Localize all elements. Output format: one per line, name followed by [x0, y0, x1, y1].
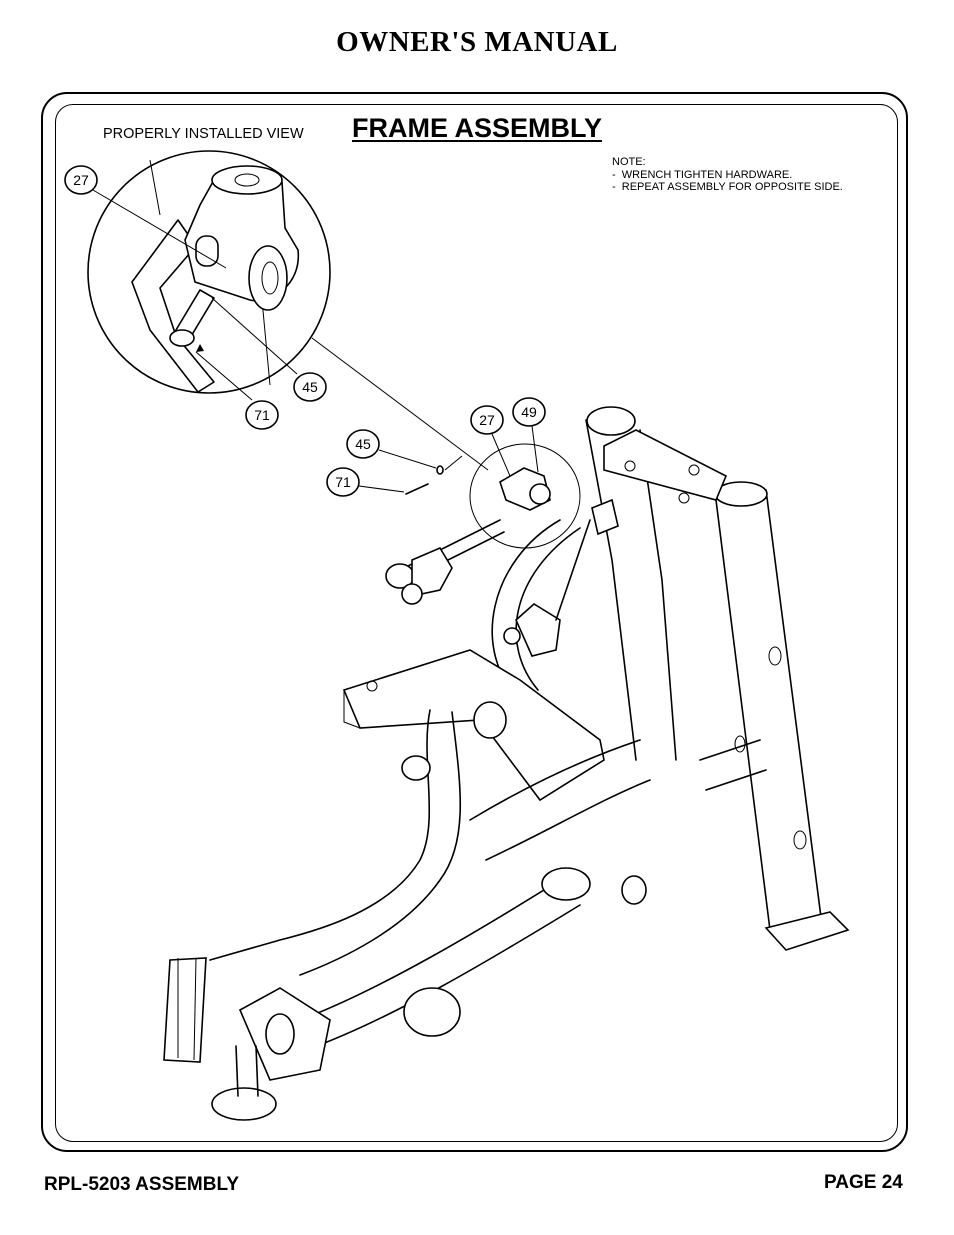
callout-label: 27: [73, 172, 89, 188]
callout-label: 45: [355, 436, 371, 452]
frame-drawing: [163, 406, 850, 1121]
callout-71-detail: 71: [245, 400, 279, 430]
callout-45-detail: 45: [293, 372, 327, 402]
manual-title: OWNER'S MANUAL: [336, 26, 618, 58]
note-line: - WRENCH TIGHTEN HARDWARE.: [612, 168, 793, 181]
callout-label: 27: [479, 412, 495, 428]
callout-label: 49: [521, 404, 537, 420]
assembly-note: NOTE: - WRENCH TIGHTEN HARDWARE. - REPEA…: [612, 156, 843, 194]
footer-page-number: PAGE 24: [824, 1172, 903, 1193]
callout-27-main: 27: [470, 405, 511, 477]
callout-label: 71: [254, 407, 270, 423]
section-title: FRAME ASSEMBLY: [352, 113, 603, 143]
callout-49-main: 49: [512, 397, 546, 473]
detail-view: [87, 150, 489, 471]
callout-27-detail: 27: [64, 165, 98, 195]
page-frame-inner: [55, 104, 898, 1142]
callout-label: 45: [302, 379, 318, 395]
footer-model: RPL-5203 ASSEMBLY: [44, 1174, 239, 1195]
note-line: - REPEAT ASSEMBLY FOR OPPOSITE SIDE.: [612, 181, 843, 193]
callout-label: 71: [335, 474, 351, 490]
properly-installed-view-label: PROPERLY INSTALLED VIEW: [103, 126, 304, 142]
callout-71-main: 71: [326, 467, 405, 497]
callout-45-main: 45: [346, 429, 463, 471]
page-frame-outer: [41, 92, 908, 1152]
note-line: NOTE:: [612, 156, 646, 168]
